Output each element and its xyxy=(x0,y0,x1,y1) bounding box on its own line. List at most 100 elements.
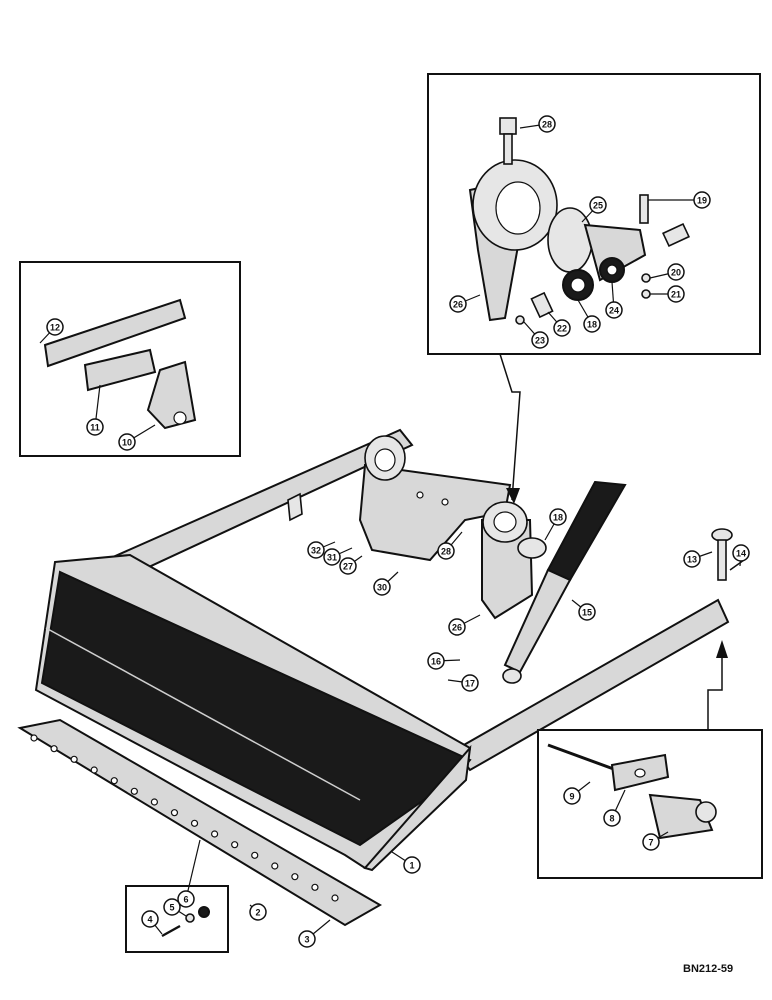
callout-number: 5 xyxy=(169,903,174,913)
callout-c-26a: 26 xyxy=(449,295,467,313)
callout-c-10: 10 xyxy=(118,433,136,451)
clevis-boss xyxy=(695,801,717,823)
callout-number: 4 xyxy=(147,915,152,925)
callout-number: 20 xyxy=(671,268,681,278)
callout-circle xyxy=(563,787,581,805)
cutting-edge-hole xyxy=(130,787,138,795)
callout-circle xyxy=(693,191,711,209)
callout-number: 28 xyxy=(542,120,552,130)
cylinder-barrel xyxy=(546,480,627,582)
callout-number: 6 xyxy=(183,895,188,905)
callout-circle xyxy=(549,508,567,526)
frame-bracket-inset xyxy=(19,261,241,457)
callout-c-18b: 18 xyxy=(549,508,567,526)
callout-circle xyxy=(163,898,181,916)
callout-number: 28 xyxy=(441,547,451,557)
callout-number: 22 xyxy=(557,324,567,334)
callout-number: 18 xyxy=(553,513,563,523)
callout-number: 3 xyxy=(304,935,309,945)
callout-c-32: 32 xyxy=(307,541,325,559)
callout-c-3: 3 xyxy=(298,930,316,948)
callout-number: 21 xyxy=(671,290,681,300)
pin xyxy=(662,222,690,248)
blade-end-plate xyxy=(363,744,472,872)
seal-ring-bore xyxy=(570,277,586,293)
inset-bolt xyxy=(639,194,649,224)
cutting-edge-hole xyxy=(110,777,118,785)
callout-number: 16 xyxy=(431,657,441,667)
callout-number: 2 xyxy=(255,908,260,918)
callout-c-4: 4 xyxy=(141,910,159,928)
nut xyxy=(198,906,210,918)
callout-number: 12 xyxy=(50,323,60,333)
rod-eye xyxy=(502,668,522,684)
callout-c-17: 17 xyxy=(461,674,479,692)
shim-plate xyxy=(83,348,157,392)
bearing-detail-inset xyxy=(427,73,761,355)
link-plate-hole xyxy=(634,768,646,778)
callout-circle xyxy=(683,550,701,568)
dozer-blade xyxy=(34,553,472,872)
callout-c-12: 12 xyxy=(46,318,64,336)
cutting-edge-hole xyxy=(311,883,319,891)
hydraulic-cylinder xyxy=(502,480,627,684)
callout-number: 19 xyxy=(697,196,707,206)
callout-c-23: 23 xyxy=(531,331,549,349)
rail-bracket xyxy=(287,492,303,522)
callout-number: 27 xyxy=(343,562,353,572)
callout-circle xyxy=(448,618,466,636)
callout-c-25: 25 xyxy=(589,196,607,214)
cutting-edge-hole xyxy=(291,873,299,881)
callout-c-28b: 28 xyxy=(437,542,455,560)
hitch-pin-shank xyxy=(717,539,727,581)
callout-c-20: 20 xyxy=(667,263,685,281)
bearing-stack xyxy=(517,537,547,559)
callout-circle xyxy=(553,319,571,337)
cutting-edge-hole xyxy=(231,841,239,849)
callout-number: 8 xyxy=(609,814,614,824)
callout-circle xyxy=(307,541,325,559)
clevis-bracket xyxy=(648,793,714,840)
callout-c-28a: 28 xyxy=(538,115,556,133)
callout-c-24: 24 xyxy=(605,301,623,319)
callout-number: 31 xyxy=(327,553,337,563)
callout-circle xyxy=(323,548,341,566)
callout-c-11: 11 xyxy=(86,418,104,436)
leader-c-6 xyxy=(185,839,201,900)
callout-c-18a: 18 xyxy=(583,315,601,333)
callout-number: 17 xyxy=(465,679,475,689)
callout-circle xyxy=(605,301,623,319)
cutting-edge-hole xyxy=(331,894,339,902)
callout-circle xyxy=(589,196,607,214)
main-frame xyxy=(93,428,730,772)
inset-cap-bolt xyxy=(499,117,517,135)
callout-circle xyxy=(427,652,445,670)
inset-arrow xyxy=(499,353,521,504)
callout-number: 25 xyxy=(593,201,603,211)
drawing-code: BN212-59 xyxy=(683,963,733,975)
arrow-shaft xyxy=(707,650,723,730)
callout-c-9: 9 xyxy=(563,787,581,805)
callout-number: 26 xyxy=(452,623,462,633)
callout-c-2: 2 xyxy=(249,903,267,921)
inset-pivot-bore xyxy=(495,181,541,235)
callout-circle xyxy=(437,542,455,560)
callout-c-13: 13 xyxy=(683,550,701,568)
callout-circle xyxy=(732,544,750,562)
callout-c-7: 7 xyxy=(642,833,660,851)
callout-circle xyxy=(603,809,621,827)
callout-circle xyxy=(298,930,316,948)
callout-c-21: 21 xyxy=(667,285,685,303)
cutting-edge-hole xyxy=(211,830,219,838)
arrow-shaft xyxy=(499,353,521,501)
cutting-edge-hole xyxy=(150,798,158,806)
grease-fitting xyxy=(515,315,525,325)
bushing xyxy=(530,291,554,319)
cutting-edge-holes xyxy=(30,734,339,902)
callout-number: 23 xyxy=(535,336,545,346)
callout-c-14: 14 xyxy=(732,544,750,562)
callout-number: 11 xyxy=(90,423,100,433)
inset-frame-rail xyxy=(43,298,187,368)
